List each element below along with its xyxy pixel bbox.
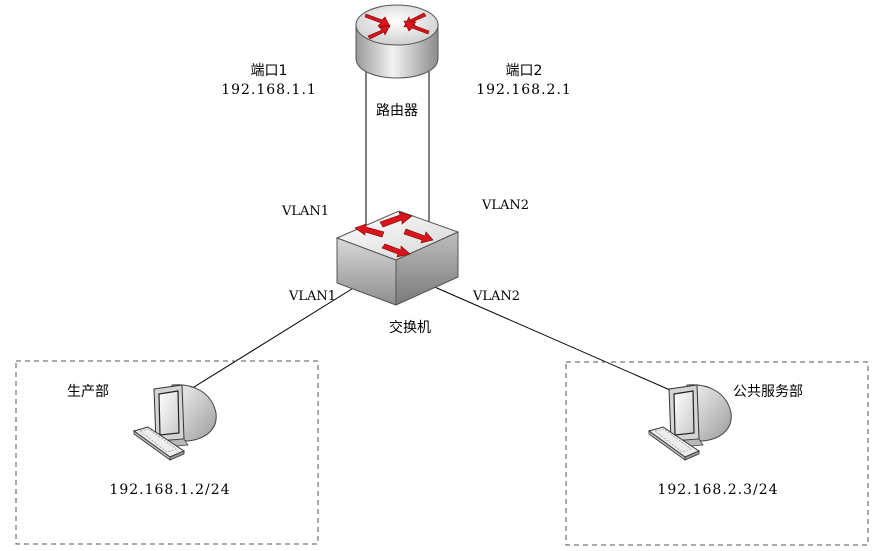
pc2-link-line [429,284,671,391]
downlink-vlan2-label: VLAN2 [473,289,521,304]
downlink-vlan1-label: VLAN1 [289,289,337,304]
switch-icon [335,210,460,306]
port2-ip: 192.168.2.1 [476,82,572,98]
uplink-vlan1-label: VLAN1 [282,204,330,219]
department-ip-public-service: 192.168.2.3/24 [657,482,779,498]
router-icon [355,4,439,79]
uplink-vlan2-label: VLAN2 [482,198,530,213]
port1-ip: 192.168.1.1 [221,82,317,98]
department-name-production: 生产部 [67,384,109,400]
port2-label: 端口2 [505,63,543,79]
connection-lines [185,68,671,393]
port1-label: 端口1 [250,63,288,79]
pc1-link-line [185,286,356,393]
router-label: 路由器 [376,103,418,119]
department-ip-production: 192.168.1.2/24 [109,482,231,498]
switch-label: 交换机 [389,320,431,336]
department-box-public-service [565,361,869,546]
pc-icon-public-service [648,384,732,461]
pc-icon-production [133,384,217,461]
department-name-public-service: 公共服务部 [733,384,803,400]
